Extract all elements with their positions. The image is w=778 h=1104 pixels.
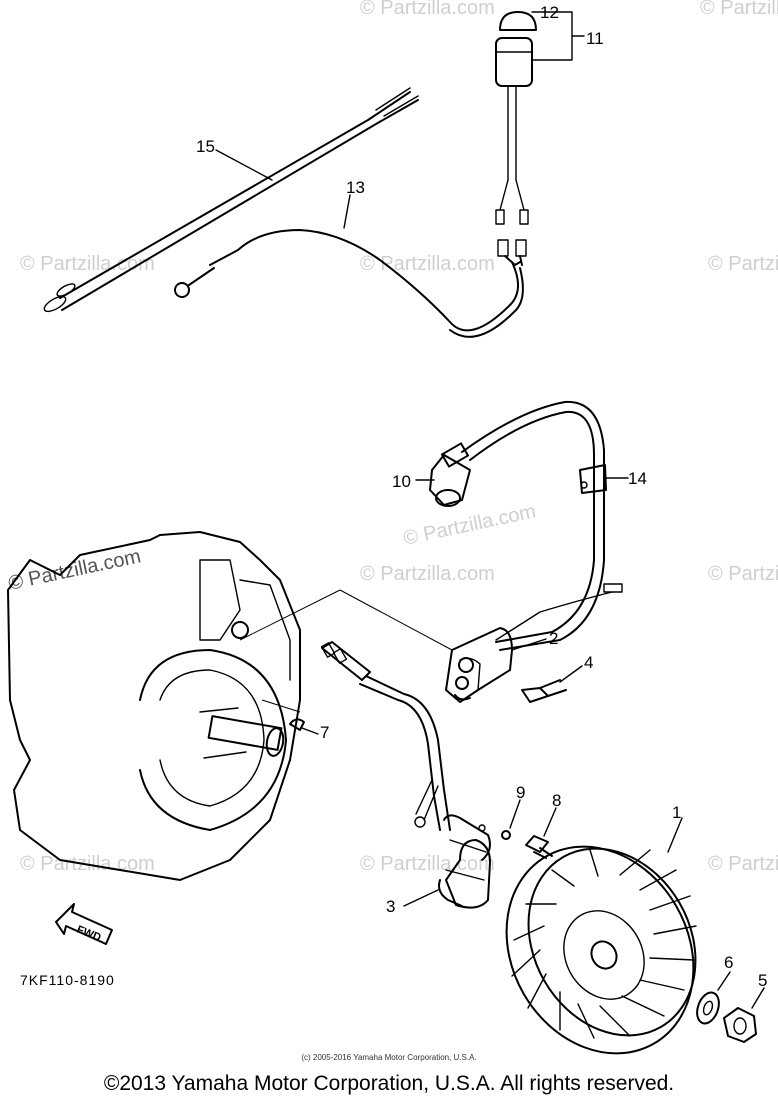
bolt-4 bbox=[521, 679, 567, 703]
nut-5 bbox=[723, 1007, 757, 1043]
callout-1: 1 bbox=[672, 803, 681, 822]
plug-cap-and-ht-lead bbox=[429, 400, 623, 651]
lead-wire-13 bbox=[174, 229, 527, 338]
watermarks: © Partzilla.com © Partzilla.com © Partzi… bbox=[6, 0, 778, 875]
callout-2: 2 bbox=[549, 629, 558, 648]
watermark: © Partzilla.com bbox=[708, 253, 778, 275]
charge-coil bbox=[320, 641, 491, 909]
callout-9: 9 bbox=[516, 783, 525, 802]
part-code: 7KF110-8190 bbox=[20, 972, 115, 988]
lead-wire-15 bbox=[43, 87, 419, 313]
engine-block bbox=[7, 531, 453, 881]
watermark: © Partzilla.com bbox=[360, 853, 495, 875]
copyright-small: (c) 2005-2016 Yamaha Motor Corporation, … bbox=[301, 1053, 477, 1062]
callout-11: 11 bbox=[586, 29, 604, 48]
callout-14: 14 bbox=[628, 469, 647, 488]
callout-5: 5 bbox=[758, 971, 767, 990]
callout-12: 12 bbox=[540, 3, 559, 22]
watermark: © Partzilla.com bbox=[708, 853, 778, 875]
callout-numbers: 1 2 3 4 5 6 7 8 9 10 11 12 13 14 15 bbox=[196, 3, 767, 990]
callout-10: 10 bbox=[392, 472, 411, 491]
callout-13: 13 bbox=[346, 178, 365, 197]
watermark: © Partzilla.com bbox=[360, 253, 495, 275]
watermark: © Partzilla.com bbox=[401, 500, 537, 550]
callout-4: 4 bbox=[584, 653, 593, 672]
callout-6: 6 bbox=[724, 953, 733, 972]
watermark: © Partzilla.com bbox=[6, 545, 142, 595]
watermark: © Partzilla.com bbox=[360, 0, 495, 19]
callout-8: 8 bbox=[552, 791, 561, 810]
fwd-arrow: FWD bbox=[55, 903, 113, 945]
woodruff-key bbox=[289, 718, 305, 731]
fwd-label: FWD bbox=[75, 924, 103, 945]
ignition-coil bbox=[445, 627, 513, 703]
callout-7: 7 bbox=[320, 723, 329, 742]
leader-lines bbox=[215, 11, 765, 1009]
callout-15: 15 bbox=[196, 137, 215, 156]
watermark: © Partzilla.com bbox=[360, 563, 495, 585]
callout-3: 3 bbox=[386, 897, 395, 916]
watermark: © Partzilla.com bbox=[20, 253, 155, 275]
copyright-main: ©2013 Yamaha Motor Corporation, U.S.A. A… bbox=[103, 1072, 675, 1095]
flywheel bbox=[505, 845, 697, 1055]
watermark: © Partzilla.com bbox=[708, 563, 778, 585]
washer-6 bbox=[696, 991, 720, 1025]
watermark: © Partzilla.com bbox=[700, 0, 778, 19]
engine-stop-switch bbox=[495, 11, 537, 225]
